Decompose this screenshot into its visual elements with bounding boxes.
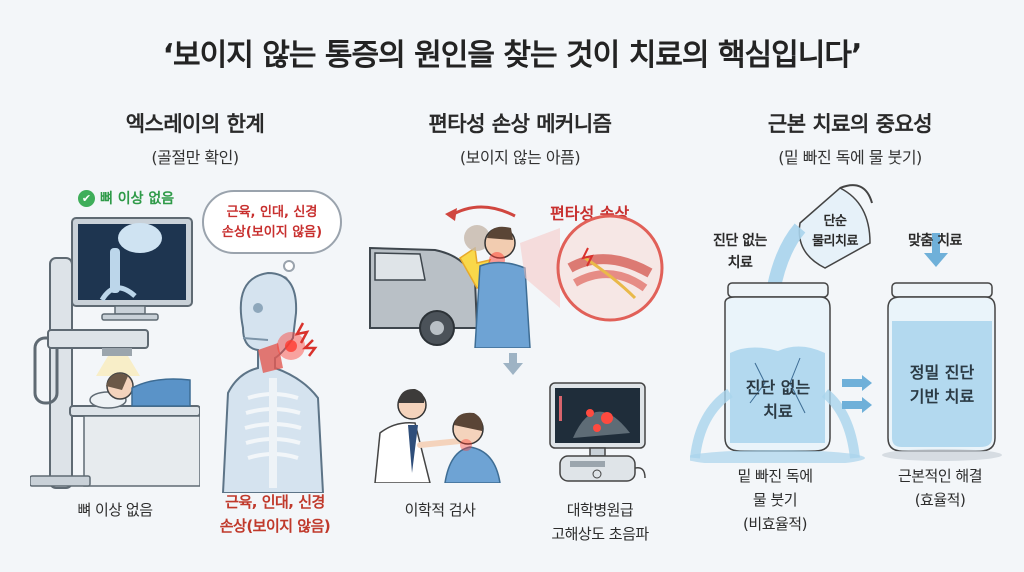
panel-xray-limits: 엑스레이의 한계 (골절만 확인) ✔ 뼈 이상 없음 근육, 인대, 신경 손… [30, 108, 360, 558]
physical-exam-illustration [374, 388, 501, 483]
label-line: 진단 없는 [745, 378, 811, 397]
caption-xray: 뼈 이상 없음 [77, 501, 153, 519]
no-bone-abnormality-badge: ✔ 뼈 이상 없음 [78, 188, 174, 208]
caption-ultrasound: 대학병원급 고해상도 초음파 [530, 498, 670, 546]
panel-whiplash-mechanism: 편타성 손상 메커니즘 (보이지 않는 아픔) 편타성 손상 [365, 108, 675, 558]
label-line: 진단 없는 [713, 233, 767, 249]
label-line: 단순 [823, 214, 847, 229]
label-line: 정밀 진단 [909, 363, 975, 382]
thought-line-1: 근육, 인대, 신경 [226, 205, 318, 220]
arrow-down-icon [503, 353, 523, 375]
caption-inefficient: 밑 빠진 독에 물 붓기 (비효율적) [710, 464, 840, 536]
label-line: 기반 치료 [909, 387, 975, 406]
caption-line: (효율적) [914, 491, 966, 509]
custom-treatment-label: 맞춤 치료 [908, 233, 962, 249]
panel-subheading: (보이지 않는 아픔) [459, 148, 581, 167]
thought-bubble: 근육, 인대, 신경 손상(보이지 않음) [202, 190, 342, 254]
panel-root-treatment: 근본 치료의 중요성 (밑 빠진 독에 물 붓기) 진단 없는 치료 단순 [690, 108, 1010, 558]
caption-line: (비효율적) [743, 515, 807, 533]
caption-line: 근본적인 해결 [897, 467, 983, 485]
page-title: ‘보이지 않는 통증의 원인을 찾는 것이 치료의 핵심입니다’ [162, 38, 863, 73]
panel-subheading: (골절만 확인) [151, 148, 239, 167]
broken-jar-label: 진단 없는 치료 [728, 376, 828, 424]
pitcher-label: 단순 물리치료 [795, 212, 875, 252]
panel-subheading: (밑 빠진 독에 물 붓기) [778, 148, 922, 167]
caption-line: 물 붓기 [752, 491, 798, 509]
thought-dot-icon [283, 260, 295, 272]
jar-comparison-illustration [690, 184, 1002, 463]
xray-machine-illustration [30, 217, 200, 489]
full-jar-label: 정밀 진단 기반 치료 [892, 361, 992, 409]
label-line: 치료 [763, 402, 793, 421]
no-diagnosis-label: 진단 없는 치료 [700, 230, 780, 274]
check-icon: ✔ [78, 189, 95, 207]
label-line: 물리치료 [812, 234, 858, 249]
caption-line: 손상(보이지 않음) [219, 517, 331, 535]
caption-line: 근육, 인대, 신경 [225, 493, 325, 511]
caption-line: 밑 빠진 독에 [737, 467, 813, 485]
panel-heading: 편타성 손상 메커니즘 [428, 112, 612, 136]
caption-line: 대학병원급 [566, 501, 634, 519]
ultrasound-machine-illustration [549, 382, 646, 482]
caption-efficient: 근본적인 해결 (효율적) [875, 464, 1005, 512]
caption-physical-exam: 이학적 검사 [404, 501, 476, 519]
skeleton-figure-illustration [221, 271, 325, 493]
panel-heading: 엑스레이의 한계 [125, 112, 265, 136]
panel-heading: 근본 치료의 중요성 [767, 112, 933, 136]
badge-label: 뼈 이상 없음 [100, 191, 175, 207]
thought-line-2: 손상(보이지 않음) [221, 225, 323, 240]
label-line: 치료 [727, 255, 753, 271]
caption-soft-tissue: 근육, 인대, 신경 손상(보이지 않음) [195, 490, 355, 538]
caption-line: 고해상도 초음파 [551, 525, 649, 543]
car-collision-illustration [369, 205, 664, 348]
